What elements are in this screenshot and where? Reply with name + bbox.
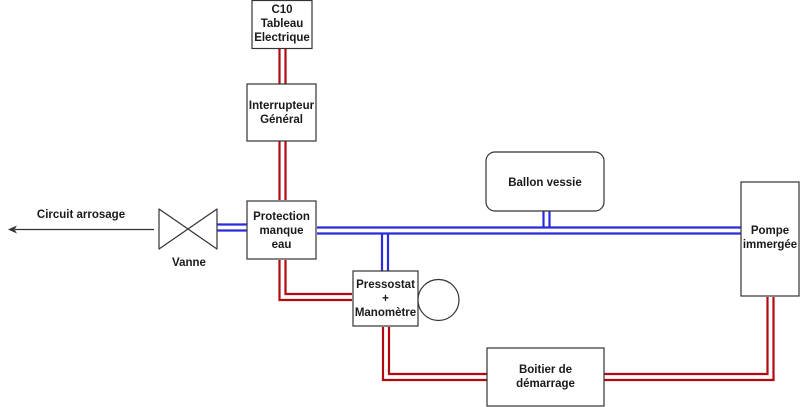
pipe-ballon (542, 211, 551, 228)
tableau-line-2: Tableau (261, 18, 304, 30)
boitier-line-1: Boitier de (519, 364, 572, 376)
node-tableau-electrique[interactable]: C10 Tableau Electrique (251, 0, 313, 50)
pressostat-line-3: Manomètre (355, 307, 416, 319)
pipe-main (317, 226, 741, 235)
pipe-pressostat (380, 233, 390, 271)
pipe-vanne-protection (217, 223, 247, 232)
protection-line-1: Protection (253, 211, 310, 223)
pompe-line-2: immergée (743, 239, 797, 251)
arrow-head-icon (8, 225, 17, 234)
protection-line-2: manque (259, 225, 303, 237)
wire-tableau-interrupteur (278, 48, 287, 84)
wire-interrupteur-protection (278, 141, 287, 200)
tableau-line-1: C10 (271, 4, 292, 16)
wire-protection-pressostat (278, 260, 352, 302)
vanne-label: Vanne (172, 257, 206, 269)
pressostat-line-2: + (382, 293, 389, 305)
boitier-line-2: démarrage (516, 378, 575, 390)
pressostat-line-1: Pressostat (356, 279, 415, 291)
interrupteur-line-2: Général (260, 114, 303, 126)
outflow-arrow (8, 225, 154, 234)
node-boitier-demarrage[interactable]: Boitier de démarrage (486, 347, 605, 407)
wire-boitier-pompe (604, 297, 775, 382)
wire-pressostat-boitier (381, 327, 487, 382)
manometre-gauge-icon (417, 278, 460, 322)
circuit-arrosage-label: Circuit arrosage (37, 209, 125, 221)
protection-line-3: eau (272, 239, 292, 251)
node-protection-manque-eau[interactable]: Protection manque eau (246, 200, 317, 260)
node-pompe-immergee[interactable]: Pompe immergée (740, 181, 800, 297)
vanne-valve-icon[interactable] (158, 208, 218, 250)
node-pressostat-manometre[interactable]: Pressostat + Manomètre (352, 270, 419, 327)
ballon-label: Ballon vessie (508, 177, 582, 189)
interrupteur-line-1: Interrupteur (249, 100, 315, 112)
tableau-line-3: Electrique (254, 32, 310, 44)
node-interrupteur-general[interactable]: Interrupteur Général (246, 83, 317, 142)
pompe-line-1: Pompe (751, 225, 789, 237)
node-ballon-vessie[interactable]: Ballon vessie (485, 151, 605, 212)
